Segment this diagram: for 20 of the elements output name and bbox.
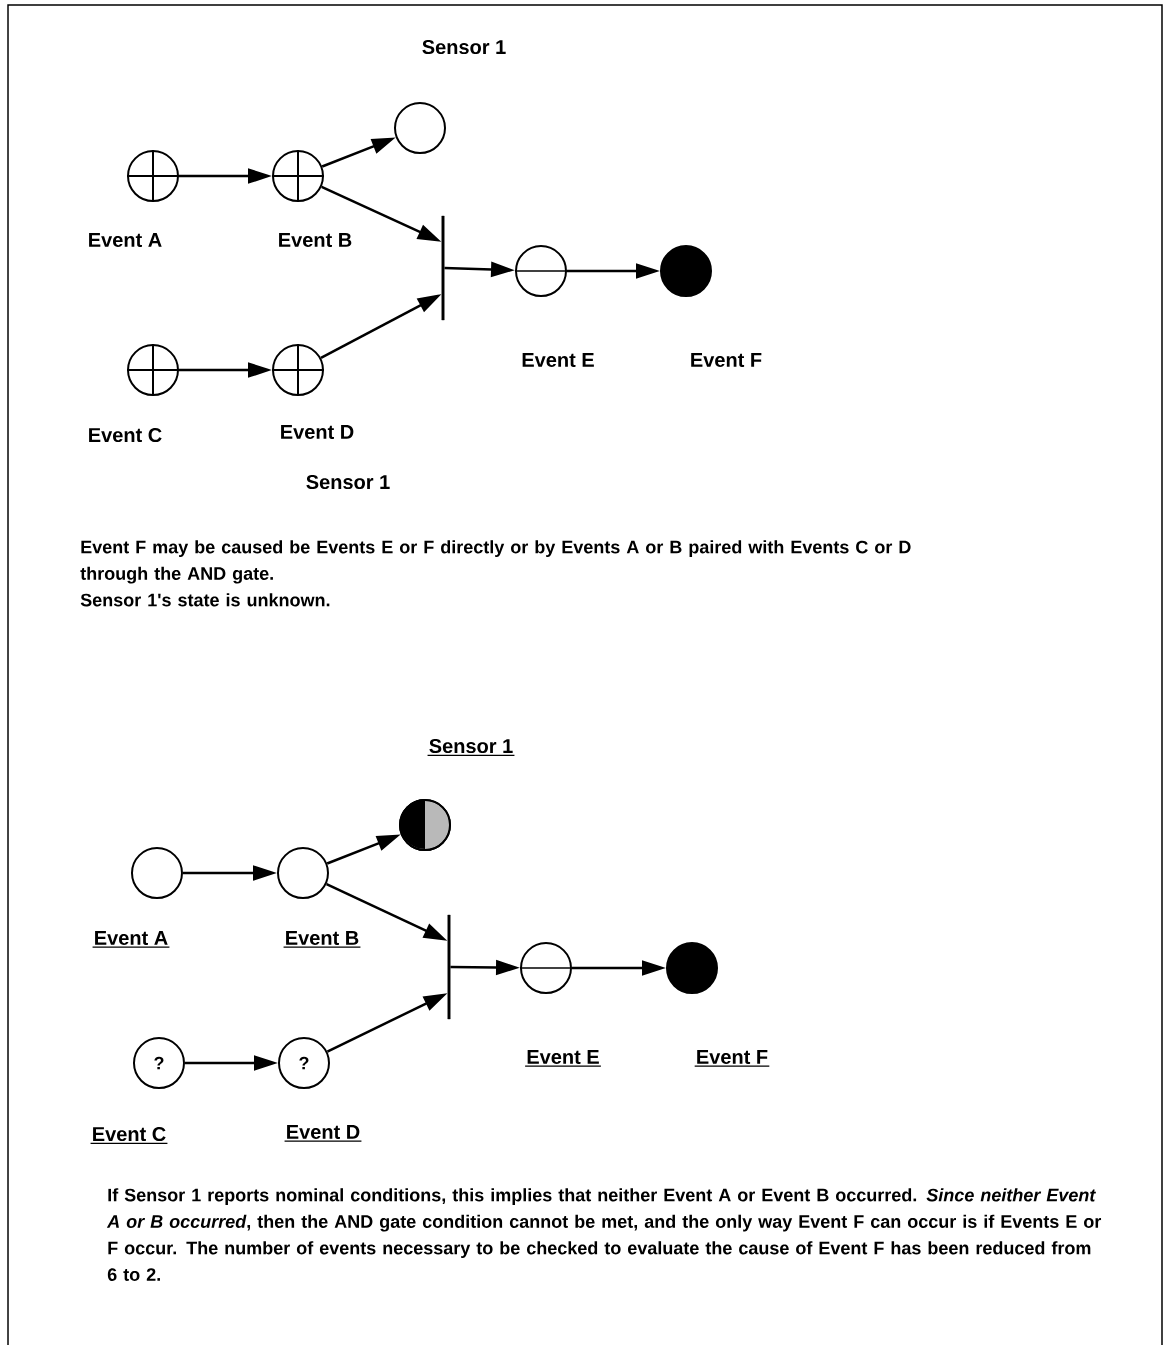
event-label: Event D [287,1125,360,1139]
event-label: Event B [286,931,359,945]
note-text: Sensor 1's state is unknown. [80,593,330,607]
event-label: Event B [279,233,352,247]
event-label: Event F [697,1050,768,1064]
event-label: Event E [522,353,594,367]
event-label: Event E [527,1050,599,1064]
event-label: Sensor 1 [422,39,506,55]
and-gate-bar [447,914,451,1020]
and-gate-bar [441,215,445,321]
sensor-label: Sensor 1 [306,474,390,490]
event-label: Event F [691,353,762,367]
event-label: Event A [95,931,168,945]
event-label: Event C [89,427,162,443]
note-text: Event F may be caused be Events E or F directly or by Events A or B paired with Events C or D through the AND gate. [80,540,911,584]
note-text: If Sensor 1 reports nominal conditions, this implies that neither Event A or Event B occurred. Since neither Event A or B occurred, then the AND gate condition cannot be met, and the only way Event F can occur is if Events E or F occur. The number of events necessary to be checked to evaluate the cause of Event F has been reduced from 6 to 2. [106,1188,1102,1281]
event-label: Event C [93,1126,166,1142]
event-label: Event D [281,425,354,439]
event-label: Sensor 1 [429,738,513,754]
event-label: Event A [89,233,162,247]
